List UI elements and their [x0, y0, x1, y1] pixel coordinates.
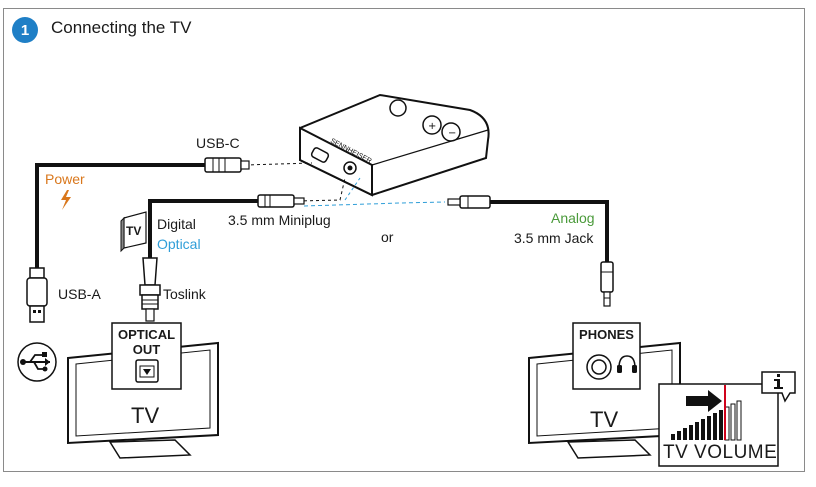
miniplug-dashed — [297, 177, 346, 202]
info-icon — [761, 371, 796, 403]
optical-out-label: OPTICAL OUT — [112, 327, 181, 357]
analog-cable — [490, 200, 609, 262]
miniplug-label: 3.5 mm Miniplug — [228, 212, 331, 228]
analog-blue-dashed-2 — [344, 177, 361, 201]
optical-cable — [148, 199, 258, 260]
volume-arrow-icon — [686, 390, 722, 412]
analog-jack-vertical — [600, 261, 614, 307]
step-title: Connecting the TV — [51, 18, 192, 37]
analog-jack-horizontal — [447, 195, 491, 209]
optical-label: Optical — [157, 236, 201, 252]
transmitter-device: + − — [299, 93, 490, 197]
or-label: or — [381, 229, 394, 245]
usb-cable — [35, 163, 208, 268]
tv-source-icon — [120, 211, 147, 253]
power-label: Power — [45, 171, 85, 187]
tv-volume-label: TV VOLUME — [663, 442, 778, 463]
toslink-plug — [139, 257, 161, 322]
usb-c-label: USB-C — [196, 135, 240, 151]
tv-right-name: TV — [590, 407, 619, 432]
digital-label: Digital — [157, 216, 196, 232]
optical-out-line2: OUT — [132, 342, 161, 357]
headphones-icon — [617, 355, 637, 373]
usb-a-plug — [26, 267, 48, 323]
step-number-badge: 1 — [12, 17, 38, 43]
tv-left-name: TV — [131, 403, 160, 428]
tv-source-icon-label: TV — [126, 224, 142, 238]
usb-symbol-icon — [17, 342, 57, 382]
toslink-label: Toslink — [163, 286, 206, 302]
usb-c-plug — [204, 157, 242, 173]
miniplug-connector — [257, 194, 305, 208]
usb-cable-dashed — [244, 162, 313, 166]
optical-out-line1: OPTICAL — [117, 327, 176, 342]
phones-label: PHONES — [579, 327, 634, 342]
svg-text:−: − — [448, 128, 456, 139]
analog-label: Analog — [551, 210, 595, 226]
svg-text:+: + — [428, 121, 436, 132]
jack-label: 3.5 mm Jack — [514, 230, 594, 246]
lightning-icon — [61, 190, 71, 210]
analog-blue-dashed — [303, 201, 446, 207]
volume-bars — [671, 400, 742, 441]
usb-a-label: USB-A — [58, 286, 101, 302]
tv-volume-panel — [658, 383, 779, 467]
